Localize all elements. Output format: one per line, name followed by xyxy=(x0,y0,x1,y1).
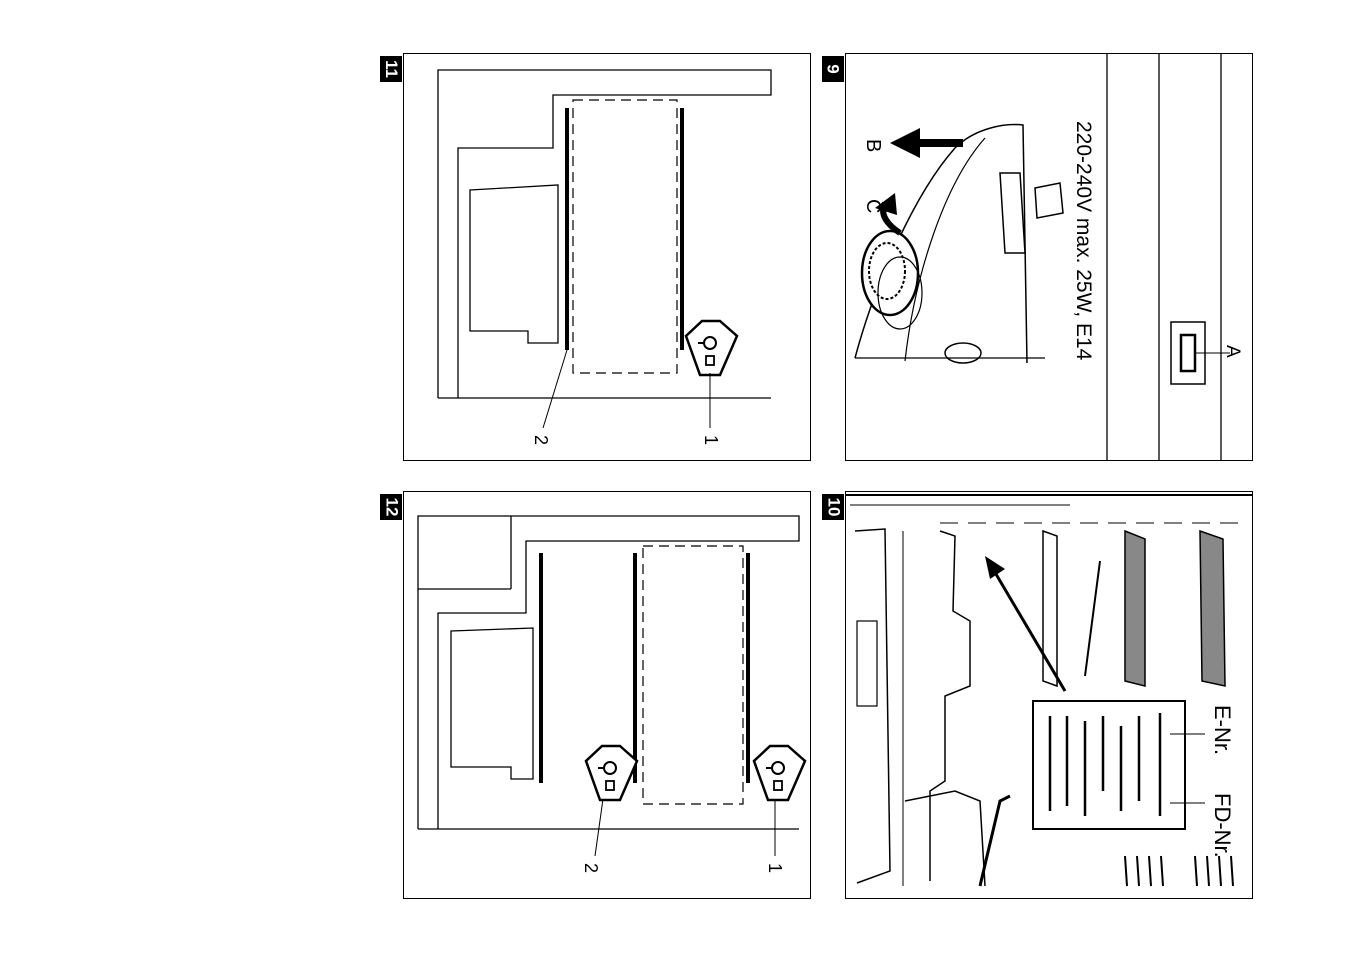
shelf-block xyxy=(451,628,533,779)
figure-10-badge: 10 xyxy=(822,494,844,520)
figure-10-diagram: E-Nr. FD-Nr. xyxy=(845,491,1253,899)
mounting-bracket-1 xyxy=(754,746,805,800)
label-a: A xyxy=(1222,345,1243,358)
callout-2: 2 xyxy=(581,863,601,873)
appliance-dashed xyxy=(573,100,677,373)
figure-10-number: 10 xyxy=(823,498,843,517)
callout-2: 2 xyxy=(531,435,551,445)
seal-3 xyxy=(1200,531,1225,686)
label-fd-nr: FD-Nr. xyxy=(1210,793,1235,858)
shelf-block xyxy=(470,185,558,343)
voltage-text: 220-240V max. 25W, E14 xyxy=(1072,121,1095,361)
side-panel xyxy=(857,621,877,706)
mounting-bracket xyxy=(686,321,737,375)
figure-9-diagram: A 220-240V max. 25W, E14 B C xyxy=(845,53,1253,461)
pointer-arrow xyxy=(993,569,1065,691)
figure-11-diagram: 1 2 xyxy=(403,53,811,461)
leader-2 xyxy=(595,799,603,856)
pointer-arrow-head xyxy=(985,556,1005,579)
label-e-nr: E-Nr. xyxy=(1210,705,1235,755)
handle-rod xyxy=(980,796,1010,886)
leader-2 xyxy=(543,350,567,428)
figure-12-badge: 12 xyxy=(380,494,402,520)
bottom-tick-marks xyxy=(1125,856,1233,886)
figure-11-number: 11 xyxy=(381,60,401,78)
door-profile-mid xyxy=(930,531,970,881)
appliance-dashed xyxy=(643,546,743,804)
rating-plate xyxy=(1033,701,1185,829)
handle-profile xyxy=(905,791,985,886)
label-b: B xyxy=(862,139,884,152)
arrow-b-head xyxy=(890,128,920,158)
figure-9-badge: 9 xyxy=(822,56,844,82)
seal-2 xyxy=(1125,531,1145,686)
label-c: C xyxy=(862,199,884,213)
figure-9-number: 9 xyxy=(823,64,843,73)
thermostat-housing-edge xyxy=(905,138,985,361)
hinge-flap xyxy=(1035,183,1063,218)
figure-12-diagram: 1 2 xyxy=(403,491,811,899)
switch-dial xyxy=(945,343,981,363)
callout-1: 1 xyxy=(765,863,785,873)
hinge xyxy=(1000,173,1025,253)
figure-11-badge: 11 xyxy=(380,56,402,82)
figure-12-number: 12 xyxy=(381,498,401,517)
mounting-bracket-2 xyxy=(586,746,637,800)
callout-1: 1 xyxy=(701,435,721,445)
lamp-socket-a-inner xyxy=(1181,335,1195,371)
seal-rod xyxy=(1085,561,1100,676)
